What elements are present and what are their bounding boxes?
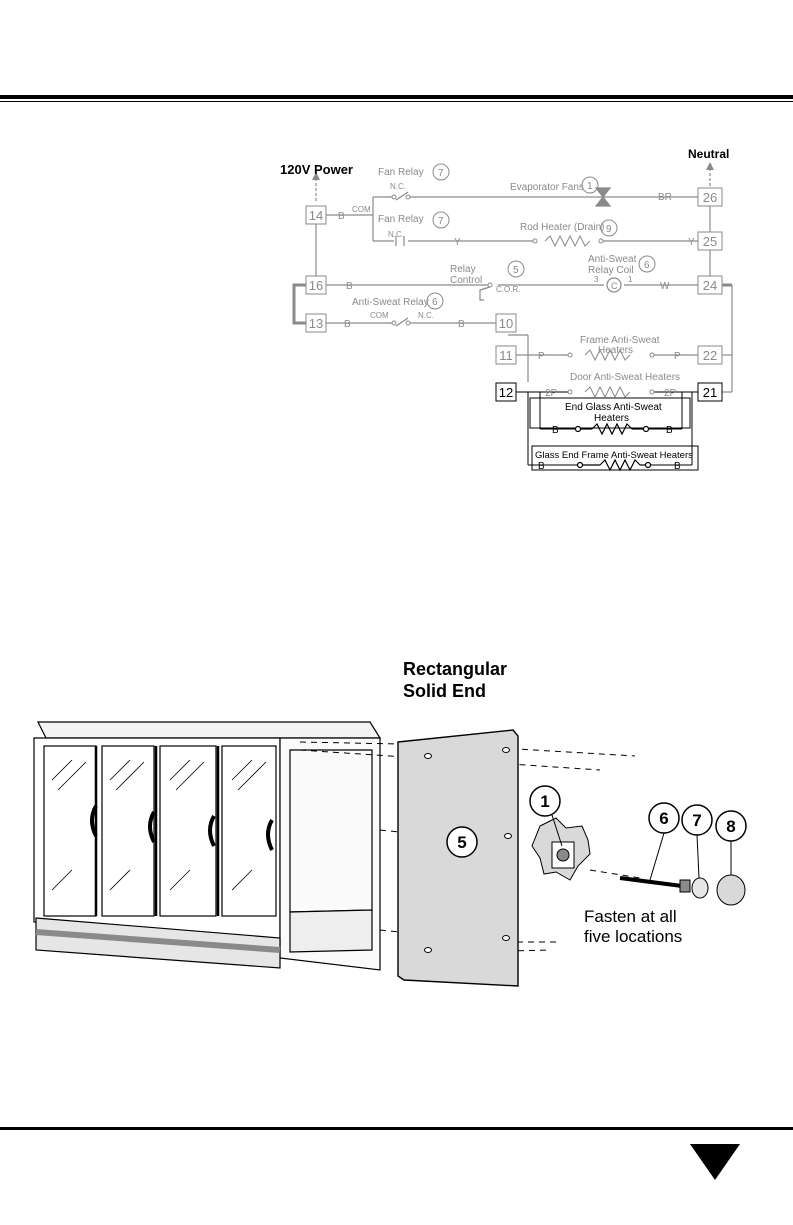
- terminal-12: 12: [499, 385, 513, 400]
- end-title-line2: Solid End: [403, 681, 486, 701]
- fan-relay-1-common: COM: [352, 205, 371, 214]
- frame-heaters-line2: Heaters: [598, 345, 633, 356]
- clip-nut: [531, 817, 591, 881]
- anti-sweat-relay-callout: 6: [432, 297, 438, 308]
- power-label: 120V Power: [280, 162, 353, 177]
- evaporator-fans-label: Evaporator Fans: [510, 182, 584, 193]
- frame-heaters-line1: Frame Anti-Sweat: [580, 335, 660, 346]
- end-glass-heaters-line1: End Glass Anti-Sweat: [565, 402, 662, 413]
- fan-relay-1-label: Fan Relay: [378, 167, 424, 178]
- fasten-note-line2: five locations: [584, 927, 682, 946]
- callout-6: 6: [659, 809, 668, 828]
- wire-b-16: B: [346, 281, 353, 292]
- case-illustration: Rectangular Solid End: [33, 659, 747, 987]
- terminal-21: 21: [703, 385, 717, 400]
- cabinet-drawing: [33, 721, 382, 971]
- neutral-label: Neutral: [688, 147, 729, 161]
- wire-b-eg-right: B: [666, 425, 673, 436]
- wire-2p-right: 2P: [664, 388, 677, 399]
- terminal-24: 24: [703, 278, 717, 293]
- fan-relay-1-contact: N.C.: [390, 182, 406, 191]
- wire-y-right: Y: [688, 237, 695, 248]
- header-rule: [0, 95, 793, 99]
- terminal-14: 14: [309, 208, 323, 223]
- rod-heater-callout: 9: [606, 224, 612, 235]
- coil-pin-3: 3: [594, 275, 599, 284]
- terminal-26: 26: [703, 190, 717, 205]
- terminal-25: 25: [703, 234, 717, 249]
- cap: [716, 874, 746, 906]
- fasten-note-line1: Fasten at all: [584, 907, 677, 926]
- fan-relay-2-label: Fan Relay: [378, 214, 424, 225]
- wire-2p-left: 2P: [545, 388, 558, 399]
- glass-end-frame-heaters-label: Glass End Frame Anti-Sweat Heaters: [535, 450, 693, 461]
- screw: [619, 876, 691, 893]
- end-glass-heaters-line2: Heaters: [594, 413, 629, 424]
- wire-b-gef-left: B: [538, 461, 545, 472]
- wiring-diagram: C 14 16 13 10 11 12 26 25 24 22 21 120V …: [280, 147, 733, 472]
- solid-end-panel: [397, 729, 519, 987]
- washer: [691, 877, 709, 899]
- relay-control-line2: Control: [450, 275, 482, 286]
- end-title-line1: Rectangular: [403, 659, 507, 679]
- terminal-11: 11: [499, 348, 513, 363]
- header-rule-thin: [0, 101, 793, 102]
- coil-pin-1: 1: [628, 275, 633, 284]
- relay-control-contact: C.O.R.: [496, 285, 520, 294]
- evaporator-fans-callout: 1: [587, 181, 593, 192]
- callout-1: 1: [540, 792, 549, 811]
- wire-p-left: P: [538, 351, 545, 362]
- anti-sweat-coil-line2: Relay Coil: [588, 265, 634, 276]
- anti-sweat-relay-label: Anti-Sweat Relay: [352, 297, 429, 308]
- door-heaters-label: Door Anti-Sweat Heaters: [570, 372, 680, 383]
- callout-7: 7: [692, 811, 701, 830]
- anti-sweat-relay-common: COM: [370, 311, 389, 320]
- wire-b-10: B: [458, 319, 465, 330]
- relay-control-callout: 5: [513, 265, 519, 276]
- anti-sweat-coil-callout: 6: [644, 260, 650, 271]
- wire-b-gef-right: B: [674, 461, 681, 472]
- rod-heater-label: Rod Heater (Drain): [520, 222, 604, 233]
- wire-y-left: Y: [454, 237, 461, 248]
- anti-sweat-coil-line1: Anti-Sweat: [588, 254, 637, 265]
- terminal-22: 22: [703, 348, 717, 363]
- wire-b-14: B: [338, 211, 345, 222]
- next-page-arrow-icon[interactable]: [690, 1144, 740, 1180]
- callout-5: 5: [457, 833, 466, 852]
- relay-control-line1: Relay: [450, 264, 476, 275]
- terminal-13: 13: [309, 316, 323, 331]
- fan-relay-2-callout: 7: [438, 216, 444, 227]
- terminal-16: 16: [309, 278, 323, 293]
- footer-rule: [0, 1127, 793, 1130]
- callout-8: 8: [726, 817, 735, 836]
- anti-sweat-relay-contact: N.C.: [418, 311, 434, 320]
- wire-br: BR: [658, 192, 672, 203]
- wire-b-13: B: [344, 319, 351, 330]
- fan-relay-2-contact: N.C.: [388, 230, 404, 239]
- svg-text:C: C: [611, 281, 618, 291]
- wire-b-eg-left: B: [552, 425, 559, 436]
- wire-w: W: [660, 281, 670, 292]
- wire-p-right: P: [674, 351, 681, 362]
- fan-relay-1-callout: 7: [438, 168, 444, 179]
- terminal-10: 10: [499, 316, 513, 331]
